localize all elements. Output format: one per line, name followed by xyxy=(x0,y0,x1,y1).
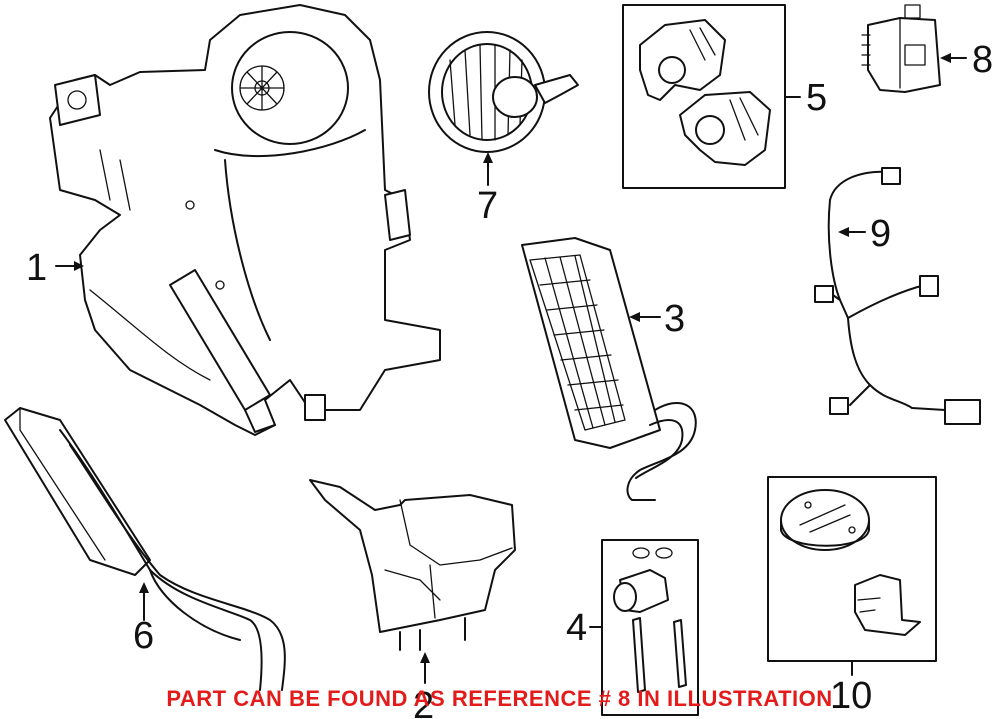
callout-5: 5 xyxy=(806,77,827,119)
arrowhead-2 xyxy=(420,652,430,663)
part-6-heater-core xyxy=(4,407,286,691)
part-4-expansion-valve xyxy=(613,547,687,693)
arrowhead-8 xyxy=(940,53,951,63)
arrowhead-3 xyxy=(629,312,640,322)
arrowhead-6 xyxy=(139,582,149,593)
arrowhead-7 xyxy=(483,152,493,163)
callout-7: 7 xyxy=(477,185,498,227)
part-8-control-module xyxy=(861,4,941,93)
arrowhead-1 xyxy=(74,261,84,271)
callout-2: 2 xyxy=(413,685,434,719)
part-9-wiring-harness xyxy=(814,167,981,425)
reference-notice: PART CAN BE FOUND AS REFERENCE # 8 IN IL… xyxy=(166,686,833,711)
arrowhead-9 xyxy=(838,227,849,237)
callout-6: 6 xyxy=(133,615,154,657)
part-1-hvac-housing xyxy=(49,4,441,436)
callout-4: 4 xyxy=(566,607,587,649)
callout-10: 10 xyxy=(830,675,872,717)
part-10-sensors xyxy=(780,489,921,636)
part-5-actuators xyxy=(639,19,771,166)
callout-3: 3 xyxy=(664,298,685,340)
callout-1: 1 xyxy=(26,247,47,289)
part-7-blower-motor xyxy=(428,31,579,153)
callout-8: 8 xyxy=(972,39,993,81)
part-2-duct xyxy=(309,479,516,651)
part-3-heater-core xyxy=(521,237,697,501)
callout-9: 9 xyxy=(870,213,891,255)
